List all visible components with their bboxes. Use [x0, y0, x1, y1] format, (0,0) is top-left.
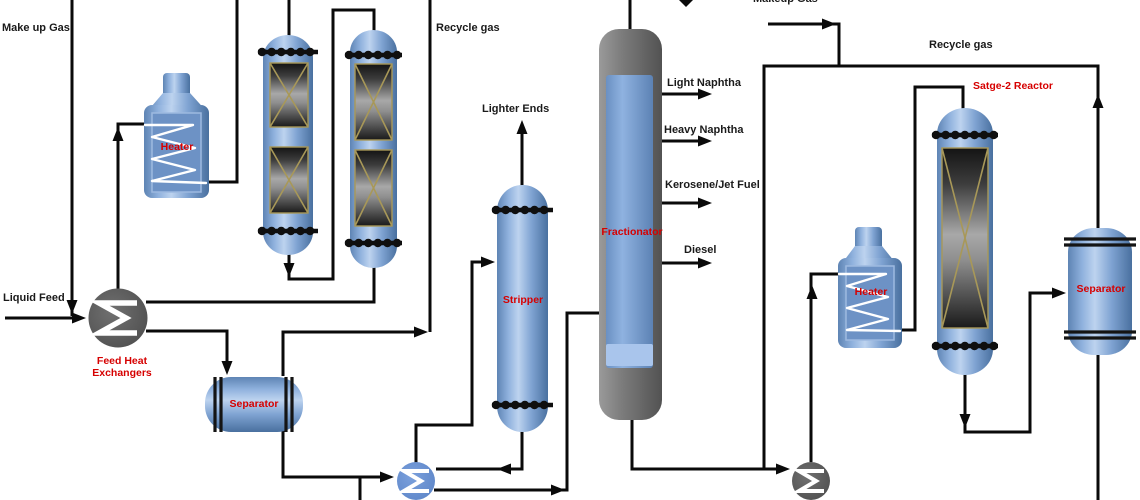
- arrow-left-icon: [497, 463, 511, 475]
- flange: [931, 130, 999, 351]
- label-stripper: Stripper: [502, 294, 544, 306]
- label-separator-2: Separator: [1076, 283, 1126, 295]
- arrow-down-icon: [221, 361, 233, 375]
- label-heater-2: Heater: [854, 286, 888, 298]
- label-fractionator: Fractionator: [601, 226, 663, 238]
- label-kerosene-jet-fuel: Kerosene/Jet Fuel: [665, 179, 760, 191]
- exchanger-sigma-icon: [396, 469, 429, 493]
- stage2-reactor-vessel: [931, 108, 999, 375]
- pipe-recycle-gas-right: [762, 64, 1100, 469]
- arrow-right-icon: [776, 463, 790, 475]
- label-separator-1: Separator: [229, 398, 279, 410]
- pipe-heater2-to-stage2: [901, 85, 965, 332]
- arrow-right-icon: [698, 257, 712, 269]
- separator-1-vessel: [205, 377, 303, 432]
- label-heater-1: Heater: [160, 141, 194, 153]
- stage1-reactor-a-vessel: [257, 35, 321, 255]
- arrow-down-icon: [959, 414, 971, 428]
- heater-coil-icon: [143, 123, 208, 185]
- flange: [213, 377, 294, 432]
- label-stage2-reactor: Satge-2 Reactor: [973, 80, 1053, 92]
- arrow-right-icon: [698, 197, 712, 209]
- pipe-separator1-gas: [281, 330, 424, 376]
- label-recycle-gas-left: Recycle gas: [436, 22, 500, 34]
- pipe-to-fractionator: [434, 311, 601, 492]
- arrow-up-icon: [112, 127, 124, 141]
- flange: [1064, 237, 1136, 340]
- label-lighter-ends: Lighter Ends: [482, 103, 550, 115]
- arrow-down-icon: [66, 300, 78, 314]
- pipe-stage2-bottoms: [963, 291, 1062, 434]
- arrow-up-icon: [516, 120, 528, 134]
- flange: [491, 205, 554, 410]
- arrow-right-icon: [1052, 287, 1066, 299]
- arrow-right-icon: [380, 471, 394, 483]
- arrow-right-icon: [414, 326, 428, 338]
- label-liquid-feed: Liquid Feed: [3, 292, 65, 304]
- label-make-up-gas: Make up Gas: [2, 22, 70, 34]
- pipe-exchanger2-to-stripper: [414, 260, 490, 463]
- arrow-right-icon: [481, 256, 495, 268]
- arrow-up-icon: [806, 285, 818, 299]
- pipe-heater1-to-reactor1: [208, 0, 239, 184]
- arrow-fragment-top: [679, 0, 693, 7]
- pipe-reactor2-to-exchanger: [146, 264, 376, 304]
- feed-heat-exchanger-symbol: [88, 288, 148, 348]
- heater-2-vessel: [837, 227, 902, 348]
- arrow-right-icon: [698, 88, 712, 100]
- label-diesel: Diesel: [684, 244, 717, 256]
- pipe-stripper-bottoms: [436, 430, 524, 471]
- label-line: Exchangers: [92, 367, 152, 379]
- stage1-reactor-b-vessel: [344, 30, 403, 268]
- exchanger-sigma-icon: [88, 300, 137, 336]
- arrow-right-icon: [822, 18, 836, 30]
- pipe-exchanger-to-heater1: [116, 122, 144, 290]
- label-heavy-naphtha: Heavy Naphtha: [664, 124, 744, 136]
- pipe-separator1-liquid: [281, 430, 390, 479]
- fractionator-vessel: [599, 29, 662, 420]
- arrow-up-icon: [1092, 94, 1104, 108]
- stage2-feed-exchanger-symbol: [791, 462, 830, 500]
- stripper-vessel: [491, 185, 554, 432]
- pipe-makeup-gas-right: [768, 22, 841, 66]
- flow-arrows: [66, 0, 1104, 496]
- stripper-feed-exchanger-symbol: [396, 462, 435, 500]
- pipe-fractionator-bottoms: [630, 418, 786, 471]
- label-line: Feed Heat: [96, 355, 148, 367]
- arrow-right-icon: [698, 135, 712, 147]
- label-light-naphtha: Light Naphtha: [667, 77, 741, 89]
- arrow-right-icon: [551, 484, 565, 496]
- pipe-exchanger3-to-heater2: [809, 272, 840, 462]
- separator-2-vessel: [1064, 228, 1136, 355]
- flange: [344, 50, 403, 248]
- pipe-exchanger-to-separator1: [146, 329, 229, 370]
- arrow-right-icon: [72, 312, 86, 324]
- label-recycle-gas-right: Recycle gas: [929, 39, 993, 51]
- heater-coil-icon: [837, 272, 902, 333]
- exchanger-sigma-icon: [791, 469, 824, 493]
- label-feed-heat-exchangers: Feed Heat Exchangers: [92, 355, 152, 379]
- arrow-down-icon: [283, 263, 295, 277]
- heater-1-vessel: [143, 73, 209, 198]
- flange: [257, 47, 321, 236]
